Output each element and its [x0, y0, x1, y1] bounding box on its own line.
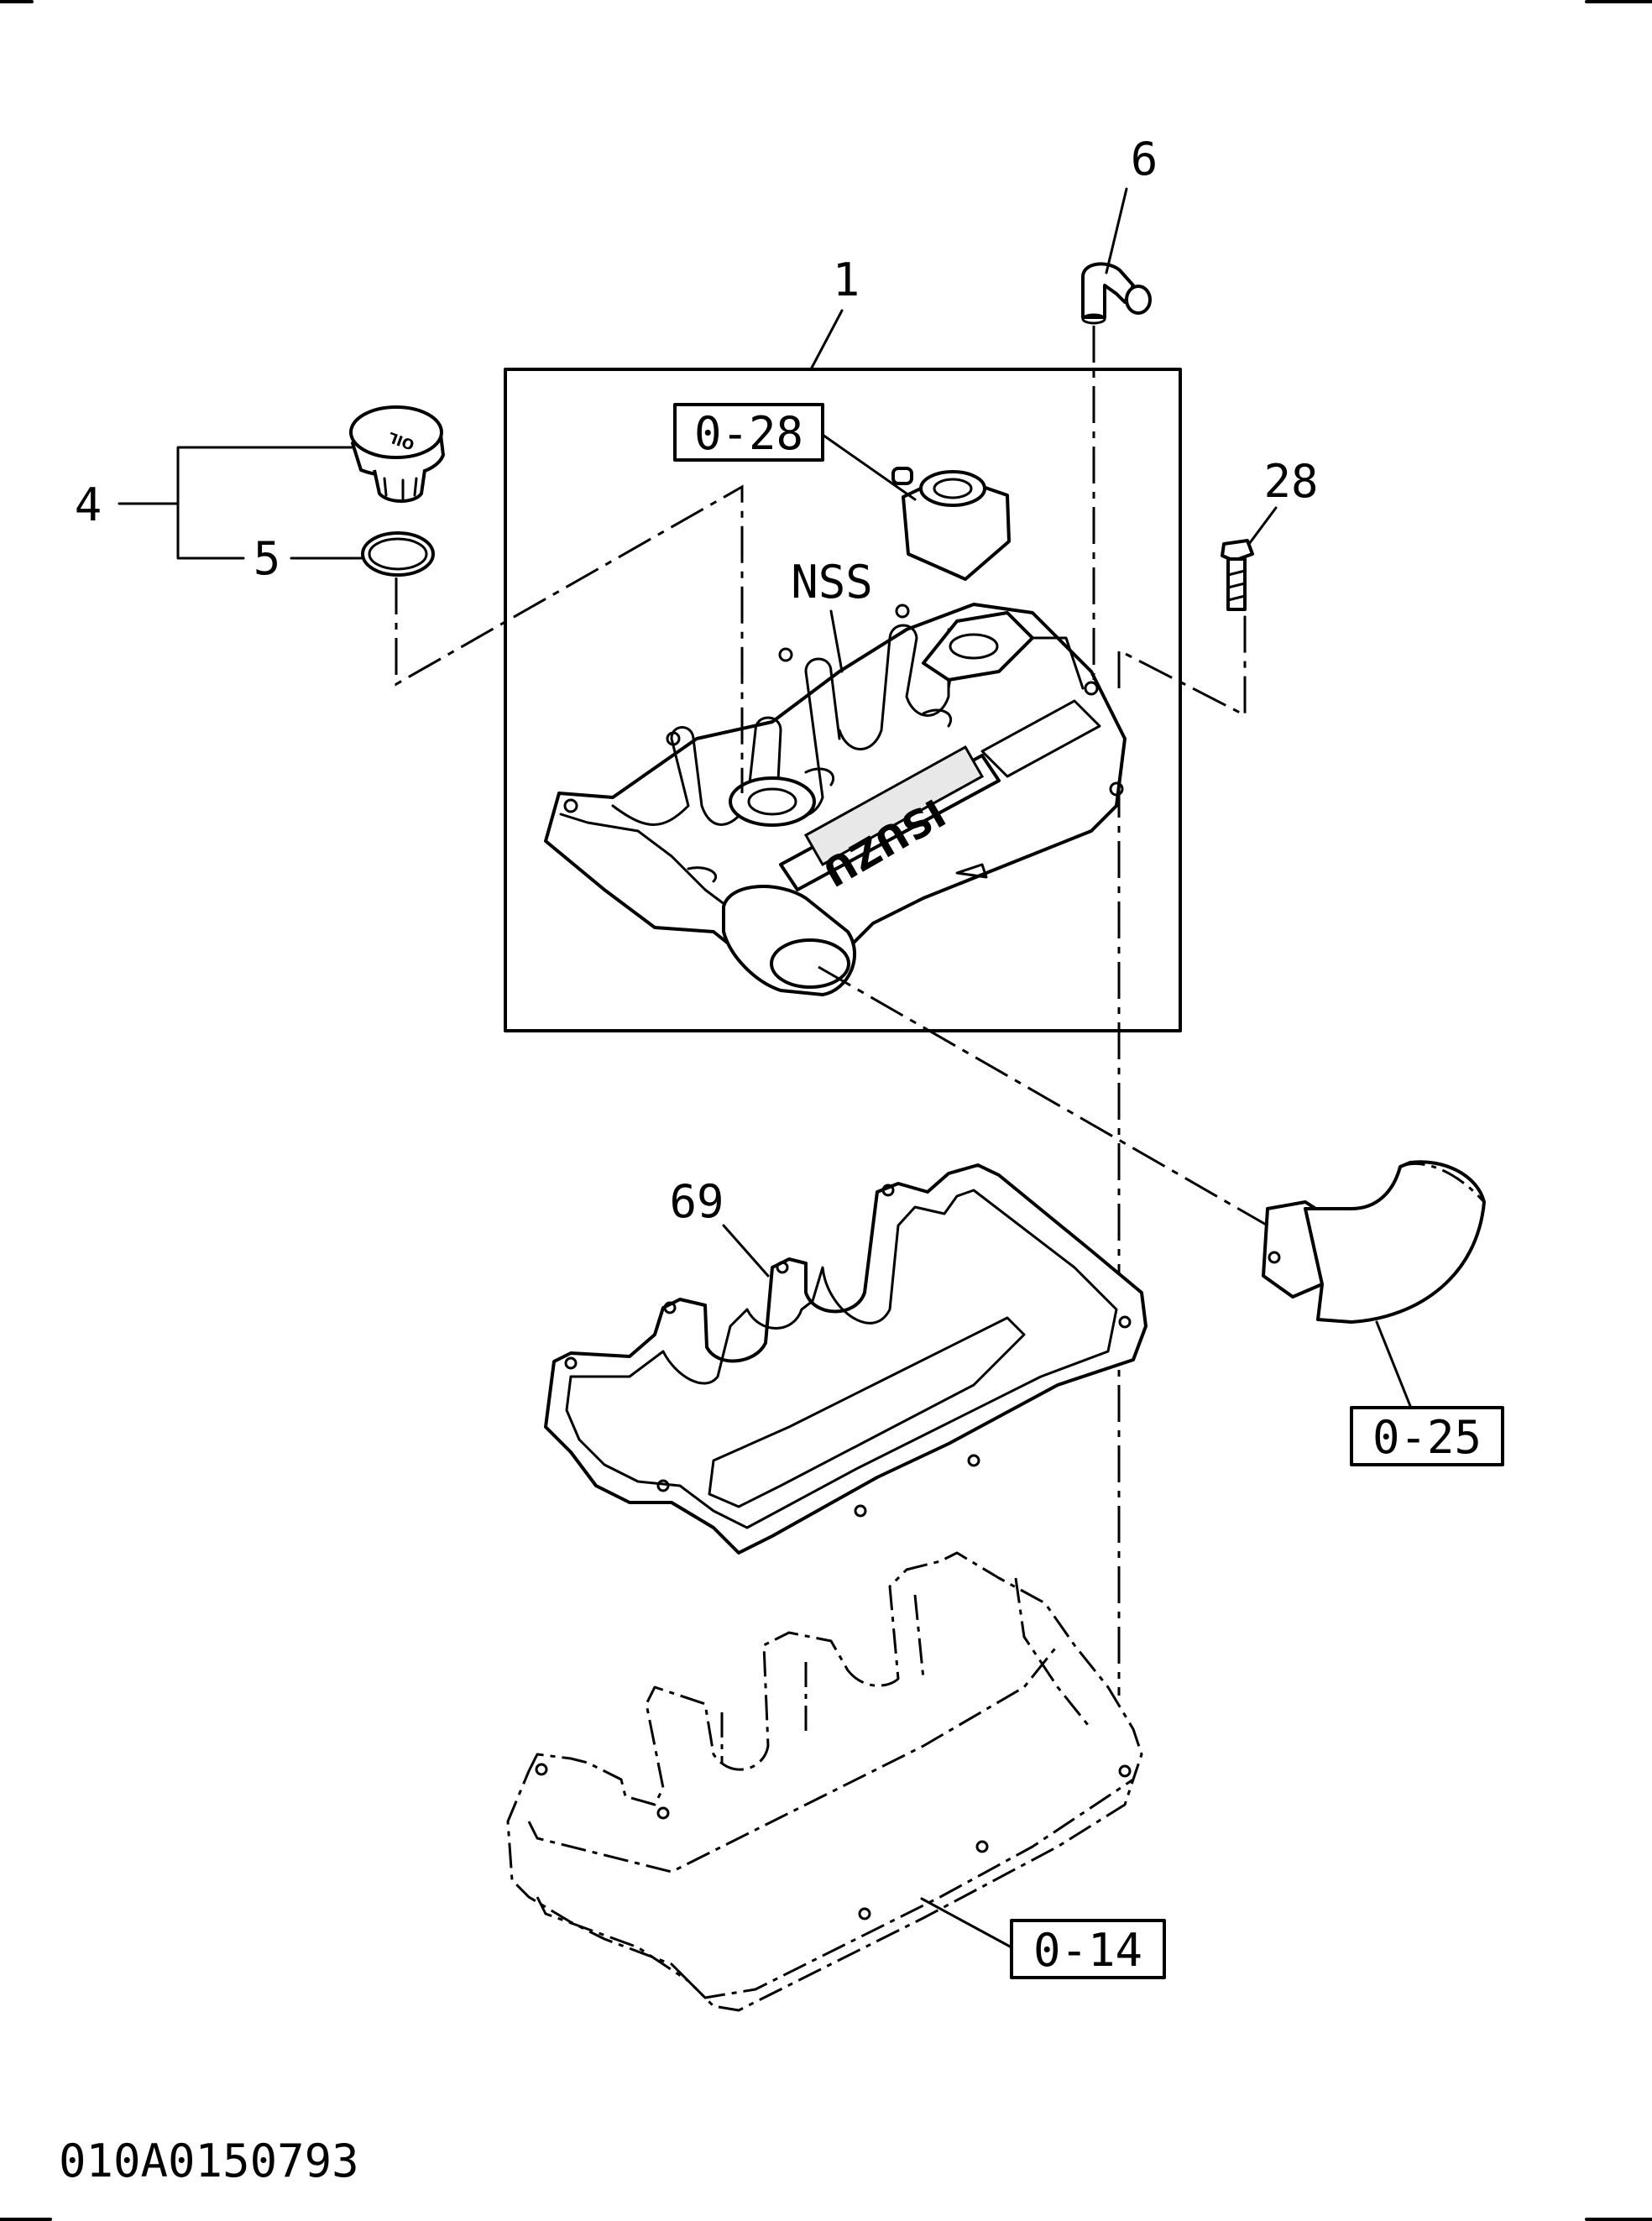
callout-1: 1: [833, 253, 860, 306]
callout-69: 69: [669, 1175, 724, 1228]
callout-5: 5: [254, 532, 281, 585]
ref-box-0-14: [1010, 1919, 1166, 1979]
rocker-cover: ISUZU: [544, 603, 1127, 996]
gasket: [544, 1163, 1148, 1555]
phantom-line-oil-cap: [395, 484, 744, 793]
leader-1: [809, 309, 844, 371]
leader-28: [1247, 506, 1278, 546]
ref-label-0-28: 0-28: [694, 407, 803, 460]
bolt: [1221, 539, 1254, 611]
leader-69: [722, 1224, 770, 1278]
phantom-line-bolt: [1117, 613, 1247, 718]
ref-box-0-28: [673, 403, 824, 462]
leader-nss: [829, 609, 844, 673]
ref-label-0-25: 0-25: [1372, 1411, 1482, 1464]
leader-0-25: [1375, 1320, 1412, 1408]
o-ring-inner: [368, 537, 428, 571]
callout-28: 28: [1263, 455, 1318, 508]
ref-box-0-25: [1350, 1406, 1504, 1466]
oil-filler-cap: OIL: [349, 405, 445, 503]
breather-elbow: [1081, 262, 1152, 325]
leader-6: [1105, 187, 1128, 274]
leader-0-14: [920, 1897, 1013, 1949]
callout-6: 6: [1131, 133, 1158, 186]
breather-unit: [891, 467, 1011, 581]
leader-4-5: [118, 446, 363, 560]
figure-code: 010A0150793: [59, 2135, 359, 2187]
o-ring: [361, 531, 435, 577]
cylinder-head-phantom: [506, 1551, 1143, 2012]
nss-label: NSS: [791, 556, 873, 609]
leader-0-28: [821, 433, 917, 501]
phantom-line-hose: [818, 965, 1268, 1227]
assembly-frame: [504, 368, 1182, 1032]
callout-4: 4: [75, 478, 102, 531]
air-hose: [1262, 1160, 1486, 1324]
ref-label-0-14: 0-14: [1033, 1924, 1142, 1977]
